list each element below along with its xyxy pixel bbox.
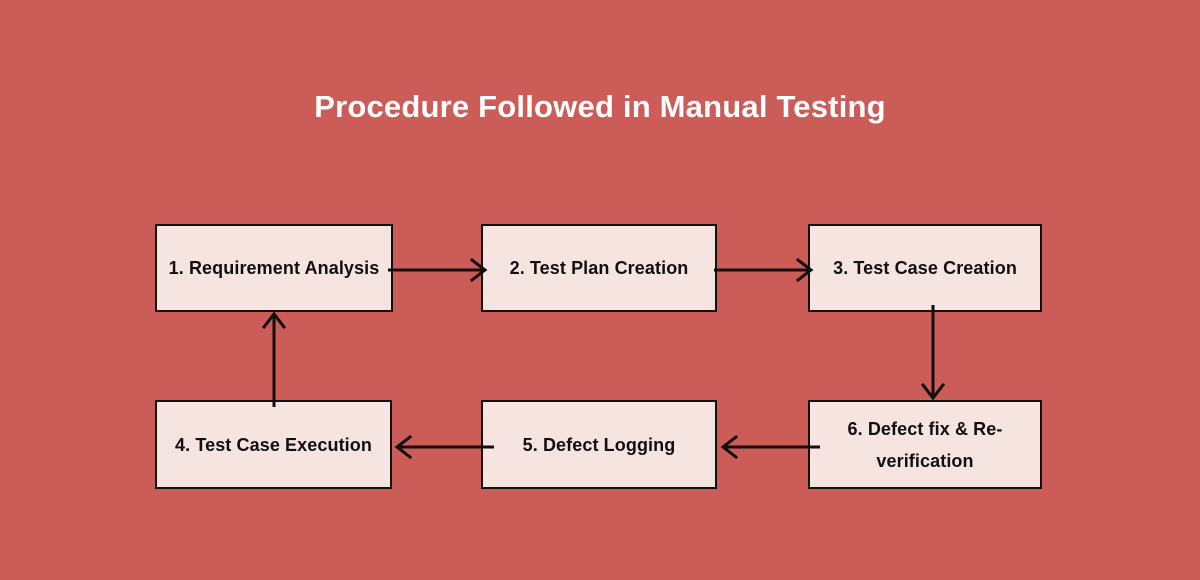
arrow-left-icon-node5-to-node4 [394, 434, 494, 460]
arrow-down-icon-node3-to-node6 [920, 305, 946, 401]
flow-node-defect-fix-reverification[interactable]: 6. Defect fix & Re-verification [808, 400, 1042, 489]
flow-node-label: 5. Defect Logging [522, 434, 676, 455]
flow-node-label: 6. Defect fix & Re-verification [847, 418, 1003, 471]
flow-node-label: 1. Requirement Analysis [168, 258, 380, 278]
flow-node-requirement-analysis[interactable]: 1. Requirement Analysis [155, 224, 393, 312]
flow-node-test-plan-creation[interactable]: 2. Test Plan Creation [481, 224, 717, 312]
flow-node-label: 4. Test Case Execution [175, 434, 372, 455]
flow-node-label: 3. Test Case Creation [833, 258, 1017, 278]
arrow-right-icon-node1-to-node2 [388, 257, 488, 283]
flow-node-test-case-creation[interactable]: 3. Test Case Creation [808, 224, 1042, 312]
page-title: Procedure Followed in Manual Testing [314, 89, 886, 124]
arrow-left-icon-node6-to-node5 [720, 434, 820, 460]
flow-node-test-case-execution[interactable]: 4. Test Case Execution [155, 400, 392, 489]
arrow-up-icon-node4-to-node1 [261, 311, 287, 407]
flow-node-defect-logging[interactable]: 5. Defect Logging [481, 400, 717, 489]
flow-node-label: 2. Test Plan Creation [509, 258, 689, 278]
arrow-right-icon-node2-to-node3 [714, 257, 814, 283]
